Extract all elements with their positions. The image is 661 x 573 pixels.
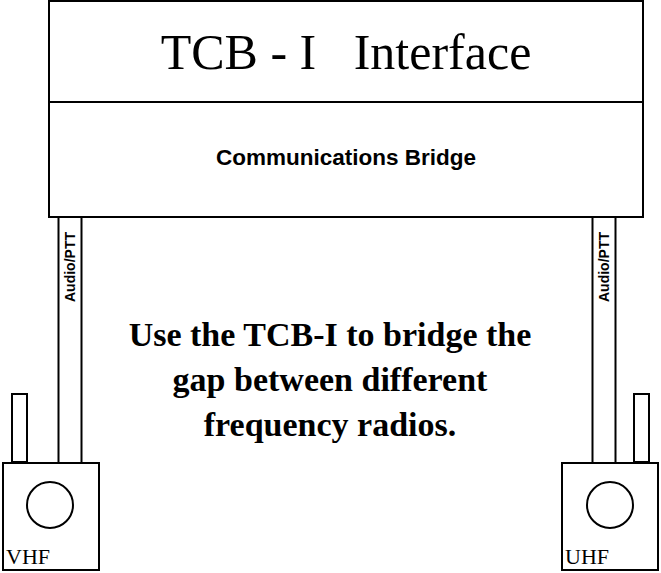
radio-box: UHF <box>561 462 659 571</box>
bridge-band: Communications Bridge <box>48 101 644 218</box>
bridge-band-text: Communications Bridge <box>50 143 642 173</box>
cable-label: Audio/PTT <box>62 230 78 304</box>
cable-label: Audio/PTT <box>596 230 612 304</box>
radio-knob <box>27 482 633 528</box>
title-band-text: TCB - I Interface <box>50 2 642 102</box>
title-band: TCB - I Interface <box>48 0 644 103</box>
radio-box-text: UHF <box>565 545 609 569</box>
radio-box-text: VHF <box>6 545 50 569</box>
slogan-text: Use the TCB-I to bridge the gap between … <box>120 312 540 447</box>
radio-box: VHF <box>2 462 100 571</box>
